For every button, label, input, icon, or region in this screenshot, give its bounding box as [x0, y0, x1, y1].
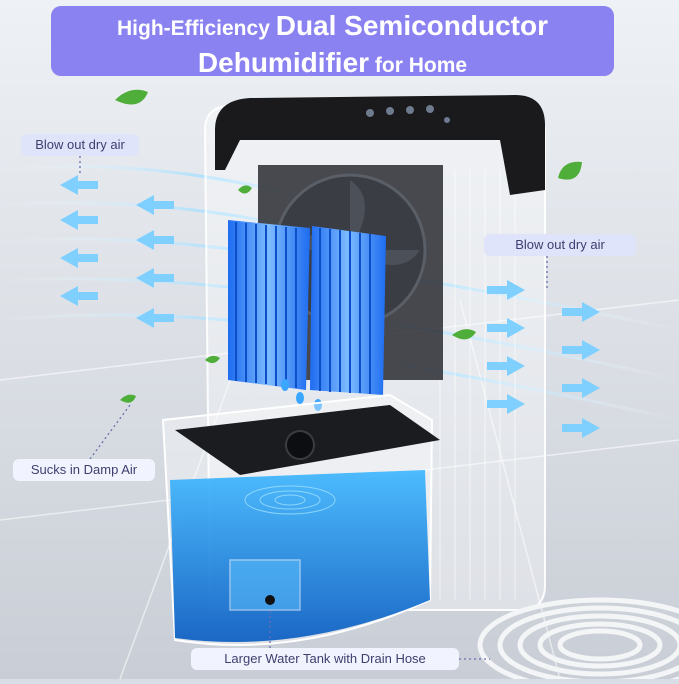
callout-leaders	[79, 156, 548, 660]
title-banner: High-Efficiency Dual Semiconductor Dehum…	[51, 6, 614, 78]
control-panel	[366, 105, 450, 123]
arrows-right	[487, 280, 600, 438]
title-highlight: Dual Semiconductor	[275, 10, 548, 41]
mode-button-icon[interactable]	[386, 107, 394, 115]
arrow-left-icon	[136, 268, 174, 288]
drain-port-icon	[265, 595, 275, 605]
leaf-icon	[120, 394, 136, 403]
arrow-right-icon	[562, 340, 600, 360]
callout-blow-out-left: Blow out dry air	[21, 134, 139, 156]
arrow-right-icon	[562, 418, 600, 438]
title-line-2: Dehumidifier for Home	[51, 47, 614, 84]
indicator-icon	[444, 117, 450, 123]
callout-blow-out-right: Blow out dry air	[484, 234, 636, 256]
tank-port-icon	[285, 430, 315, 460]
heatsink-right	[310, 226, 386, 395]
arrow-left-icon	[136, 195, 174, 215]
water-ripples	[244, 485, 336, 515]
arrow-left-icon	[60, 286, 98, 306]
timer-button-icon[interactable]	[406, 106, 414, 114]
heatsink-left	[228, 220, 310, 390]
tank-handle	[229, 559, 301, 611]
arrow-right-icon	[487, 356, 525, 376]
leaves	[115, 89, 582, 403]
title-line-1: High-Efficiency Dual Semiconductor	[51, 10, 614, 47]
arrow-left-icon	[60, 210, 98, 230]
leaf-icon	[205, 355, 220, 364]
leaf-icon	[452, 329, 476, 340]
arrow-left-icon	[60, 248, 98, 268]
light-button-icon[interactable]	[426, 105, 434, 113]
callout-water-tank: Larger Water Tank with Drain Hose	[191, 648, 459, 670]
leaf-icon	[238, 185, 252, 194]
arrow-right-icon	[562, 302, 600, 322]
leaf-icon	[115, 89, 148, 105]
arrow-right-icon	[562, 378, 600, 398]
power-button-icon[interactable]	[366, 109, 374, 117]
callout-sucks-in: Sucks in Damp Air	[13, 459, 155, 481]
arrow-right-icon	[487, 318, 525, 338]
arrow-right-icon	[487, 280, 525, 300]
arrow-left-icon	[60, 175, 98, 195]
leaf-icon	[558, 161, 582, 180]
title-prefix: High-Efficiency	[117, 17, 276, 40]
arrows-left	[60, 175, 174, 328]
arrow-left-icon	[136, 230, 174, 250]
arrow-right-icon	[487, 394, 525, 414]
title-suffix: for Home	[369, 54, 468, 77]
device-top-cap	[215, 95, 545, 195]
arrow-left-icon	[136, 308, 174, 328]
title-product: Dehumidifier	[197, 47, 370, 78]
